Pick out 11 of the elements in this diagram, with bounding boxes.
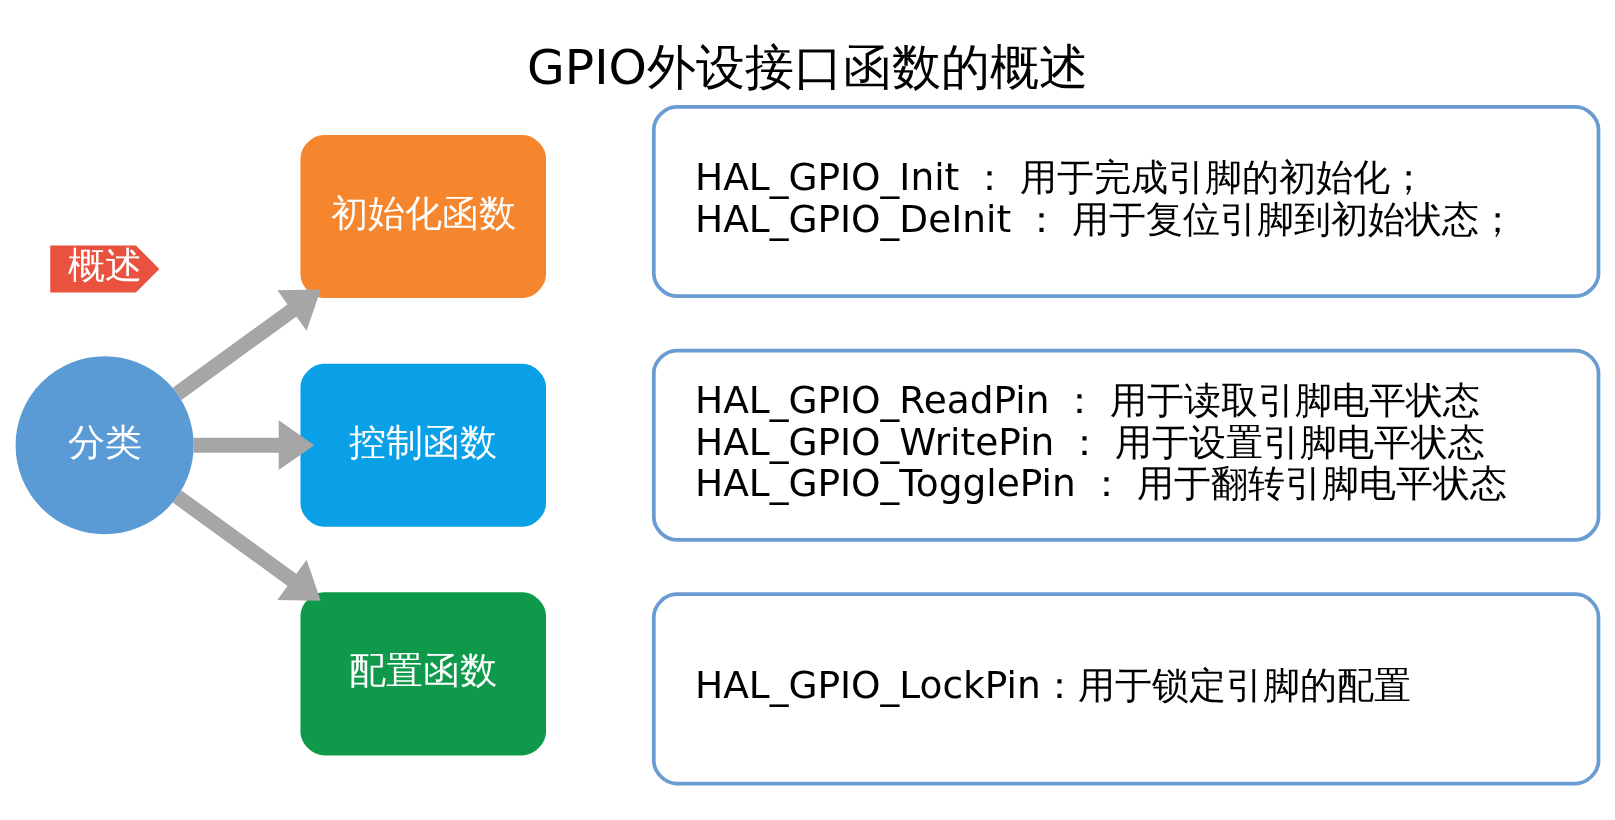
arrow (172, 289, 321, 400)
node-box: 配置函数 (300, 591, 547, 755)
node-box: 初始化函数 (300, 134, 547, 298)
node-box: HAL_GPIO_Init ： 用于完成引脚的初始化； HAL_GPIO_DeInit ： 用于复位引脚到初始状态； (651, 104, 1601, 298)
node-box: 控制函数 (300, 363, 547, 527)
arrow (193, 419, 315, 470)
node-box: HAL_GPIO_LockPin：用于锁定引脚的配置 (651, 591, 1601, 785)
node-circle: 分类 (15, 355, 194, 534)
arrow (172, 489, 321, 601)
node-box: HAL_GPIO_ReadPin ： 用于读取引脚电平状态 HAL_GPIO_WritePin ： 用于设置引脚电平状态 HAL_GPIO_TogglePin ： 用于翻转引脚电平状态 (651, 348, 1601, 542)
diagram-title: GPIO外设接口函数的概述 (527, 38, 1088, 95)
